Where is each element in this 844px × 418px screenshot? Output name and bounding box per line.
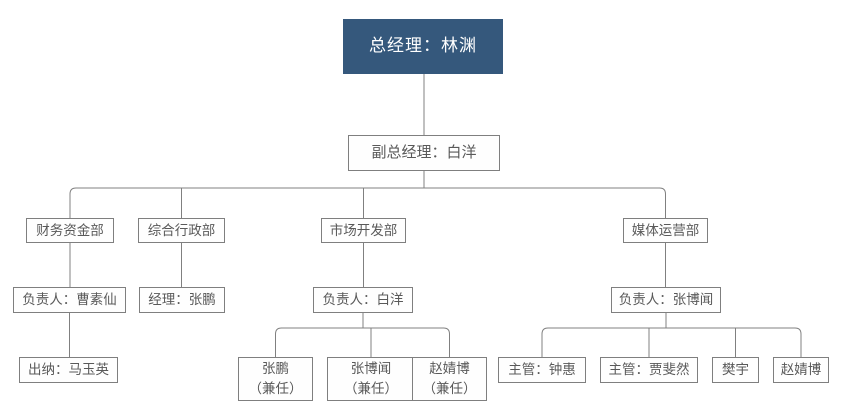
org-node-market-staff-2[interactable]: 张博闻 （兼任） xyxy=(327,357,415,401)
org-node-media-staff-1[interactable]: 主管：钟惠 xyxy=(498,357,586,383)
org-node-media-staff-4[interactable]: 赵婧博 xyxy=(773,357,829,383)
org-node-label: 主管：钟惠 xyxy=(508,362,576,378)
org-node-media-staff-2[interactable]: 主管：贾斐然 xyxy=(600,357,698,383)
staff-name: 张鹏 xyxy=(262,361,289,377)
org-node-label: 财务资金部 xyxy=(36,222,104,238)
org-node-media-lead[interactable]: 负责人：张博闻 xyxy=(611,287,721,313)
org-node-label: 赵婧博 xyxy=(780,362,822,378)
org-node-market-staff-1[interactable]: 张鹏 （兼任） xyxy=(238,357,313,401)
staff-note: （兼任） xyxy=(422,381,477,396)
org-node-label: 主管：贾斐然 xyxy=(608,362,690,378)
org-node-dept-media[interactable]: 媒体运营部 xyxy=(623,218,708,243)
org-node-label: 市场开发部 xyxy=(329,222,398,238)
org-node-dept-admin[interactable]: 综合行政部 xyxy=(138,218,225,243)
org-node-market-lead[interactable]: 负责人：白洋 xyxy=(313,287,413,313)
org-node-admin-lead[interactable]: 经理：张鹏 xyxy=(139,287,225,313)
org-node-media-staff-3[interactable]: 樊宇 xyxy=(712,357,759,383)
org-node-label: 负责人：曹素仙 xyxy=(22,292,117,308)
org-node-label: 出纳：马玉英 xyxy=(28,362,109,378)
staff-note: （兼任） xyxy=(248,381,303,396)
org-node-finance-lead[interactable]: 负责人：曹素仙 xyxy=(13,287,126,313)
staff-name: 张博闻 xyxy=(350,361,392,377)
org-node-label: 经理：张鹏 xyxy=(148,292,216,308)
staff-name: 赵婧博 xyxy=(429,361,470,377)
org-node-finance-cashier[interactable]: 出纳：马玉英 xyxy=(19,357,118,383)
org-node-label: 负责人：张博闻 xyxy=(618,292,714,308)
org-node-label: 媒体运营部 xyxy=(631,222,700,238)
org-node-deputy-general-manager[interactable]: 副总经理：白洋 xyxy=(348,135,500,171)
org-node-market-staff-3[interactable]: 赵婧博 （兼任） xyxy=(412,357,487,401)
org-node-label: 负责人：白洋 xyxy=(322,292,404,308)
org-node-label: 樊宇 xyxy=(722,362,749,378)
org-node-general-manager[interactable]: 总经理：林渊 xyxy=(343,19,503,74)
org-node-dept-finance[interactable]: 财务资金部 xyxy=(26,218,114,243)
org-node-label: 副总经理：白洋 xyxy=(371,144,477,162)
org-node-label: 综合行政部 xyxy=(147,222,216,238)
staff-note: （兼任） xyxy=(344,381,398,396)
org-node-dept-market[interactable]: 市场开发部 xyxy=(321,218,406,243)
org-node-label: 总经理：林渊 xyxy=(369,36,477,56)
